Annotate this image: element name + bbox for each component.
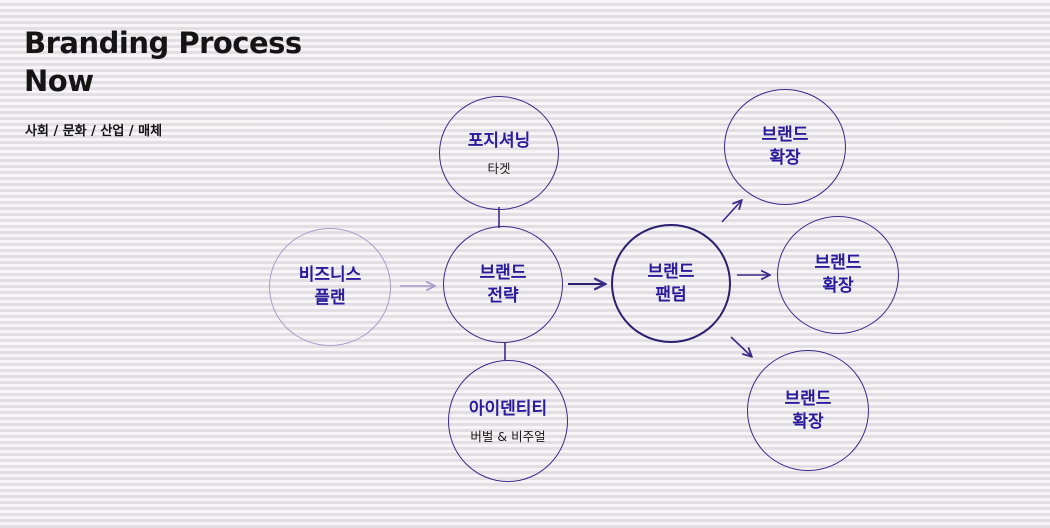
node-positioning-label: 포지셔닝	[467, 130, 531, 151]
node-identity: 아이덴티티 버벌 & 비주얼	[448, 360, 568, 482]
node-identity-sublabel: 버벌 & 비주얼	[470, 428, 546, 444]
node-brand-strategy: 브랜드 전략	[443, 226, 563, 343]
node-brand-expansion-top: 브랜드 확장	[724, 89, 846, 205]
page-title: Branding Process Now	[24, 24, 302, 100]
node-positioning-sublabel: 타겟	[487, 160, 511, 176]
node-brand-fandom: 브랜드 팬덤	[611, 224, 731, 343]
title-line-2: Now	[24, 64, 94, 98]
node-positioning: 포지셔닝 타겟	[439, 96, 559, 210]
arrow-fandom-to-expansion-top	[721, 201, 741, 223]
node-brand-expansion-bottom-label: 브랜드 확장	[784, 388, 832, 432]
node-business-plan-label: 비즈니스 플랜	[298, 265, 362, 308]
title-line-1: Branding Process	[24, 26, 302, 60]
node-brand-expansion-mid: 브랜드 확장	[777, 216, 899, 334]
node-brand-expansion-bottom: 브랜드 확장	[747, 350, 869, 471]
arrow-fandom-to-expansion-bottom	[730, 336, 751, 356]
page-subtitle: 사회 / 문화 / 산업 / 매체	[25, 124, 163, 139]
node-brand-expansion-top-label: 브랜드 확장	[761, 125, 809, 168]
node-brand-expansion-mid-label: 브랜드 확장	[814, 253, 862, 296]
node-brand-strategy-label: 브랜드 전략	[479, 262, 527, 306]
node-identity-label: 아이덴티티	[468, 398, 548, 419]
node-brand-fandom-label: 브랜드 팬덤	[647, 261, 695, 305]
node-business-plan: 비즈니스 플랜	[269, 228, 391, 346]
